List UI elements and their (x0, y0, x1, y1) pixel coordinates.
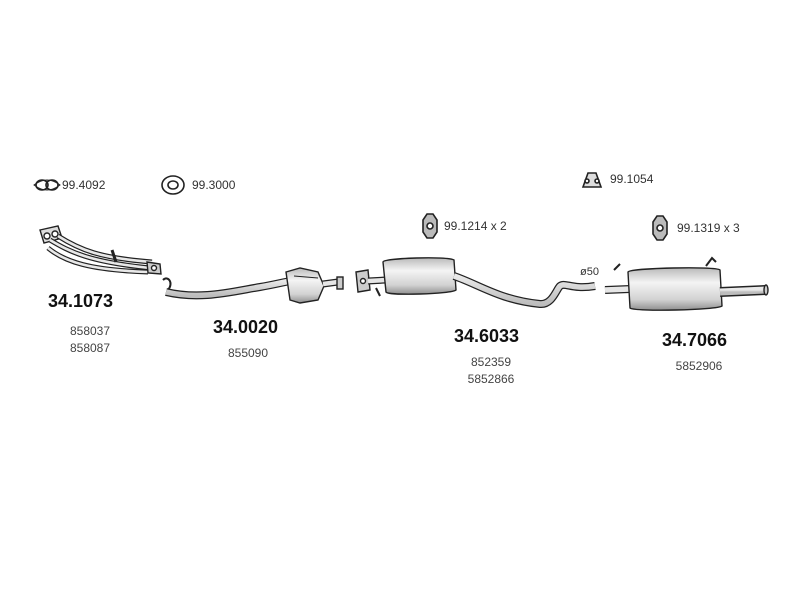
part-number[interactable]: 34.7066 (662, 330, 728, 350)
oem-number: 5852866 (467, 372, 515, 386)
front-exhaust-manifold-pipe[interactable] (39, 225, 162, 275)
accessory-code[interactable]: 99.3000 (192, 178, 236, 192)
rubber-mount-icon[interactable] (652, 215, 668, 241)
rear-silencer[interactable] (604, 256, 769, 311)
oem-number: 858087 (69, 341, 111, 355)
part-number[interactable]: 34.0020 (213, 317, 279, 337)
part-number[interactable]: 34.6033 (454, 326, 520, 346)
accessory-code[interactable]: 99.1319 x 3 (677, 221, 740, 235)
part-number[interactable]: 34.1073 (48, 291, 114, 311)
rubber-mount-icon[interactable] (422, 213, 438, 239)
oem-number: 5852906 (675, 359, 723, 373)
oem-number: 852359 (470, 355, 512, 369)
accessory-code[interactable]: 99.4092 (62, 178, 106, 192)
middle-silencer[interactable] (355, 257, 596, 308)
rubber-hanger-icon[interactable] (581, 172, 603, 188)
accessory-code[interactable]: 99.1214 x 2 (444, 219, 507, 233)
catalytic-converter-pipe[interactable] (162, 267, 344, 304)
ring-gasket-icon[interactable] (161, 175, 185, 195)
double-ring-gasket-icon[interactable] (33, 179, 61, 191)
pipe-diameter-label: ø50 (580, 266, 599, 278)
oem-number: 858037 (69, 324, 111, 338)
oem-number: 855090 (227, 346, 269, 360)
accessory-code[interactable]: 99.1054 (610, 172, 654, 186)
